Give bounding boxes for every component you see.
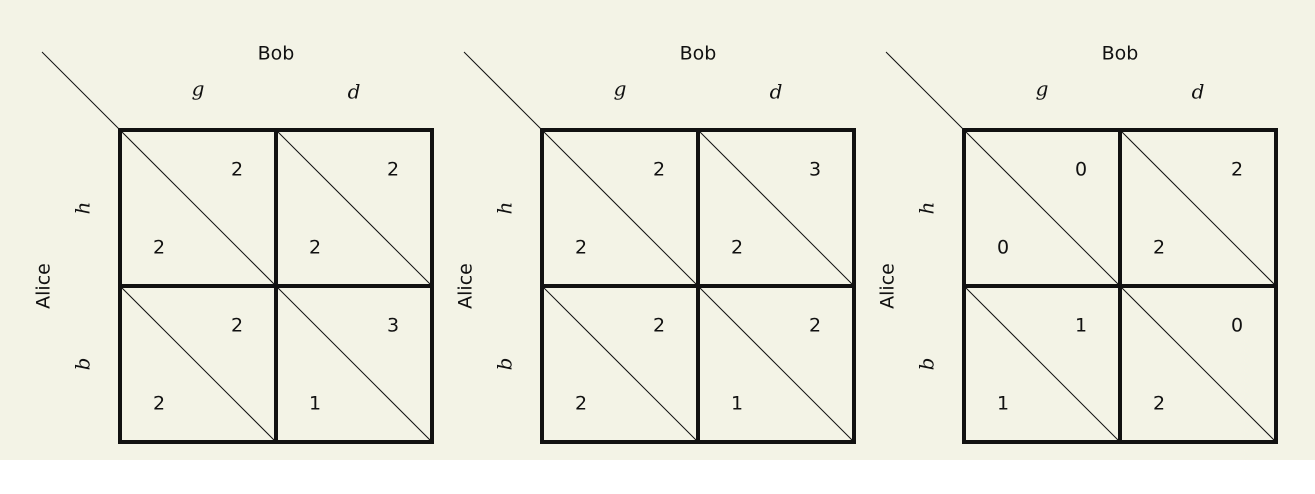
bob-payoff: 2 (231, 159, 243, 181)
cell-diagonal (275, 129, 433, 287)
col-strategy-label: d (770, 80, 783, 104)
cell-diagonal (541, 129, 699, 287)
row-strategy-label: b (71, 358, 95, 371)
alice-payoff: 2 (731, 237, 743, 259)
bob-payoff: 2 (1231, 159, 1243, 181)
bob-payoff: 3 (809, 159, 821, 181)
cell-diagonal (275, 285, 433, 443)
alice-payoff: 2 (1153, 393, 1165, 415)
alice-payoff: 0 (997, 237, 1009, 259)
bob-payoff: 2 (387, 159, 399, 181)
cell-diagonal (963, 285, 1121, 443)
bob-payoff: 2 (809, 315, 821, 337)
alice-payoff: 1 (309, 393, 321, 415)
payoff-cell: 22 (541, 129, 699, 287)
row-strategy-label: h (493, 202, 517, 215)
payoff-cell: 21 (697, 285, 855, 443)
cell-diagonal (119, 285, 277, 443)
cell-diagonal (697, 129, 855, 287)
col-player-label: Bob (258, 43, 295, 65)
payoff-cell: 32 (697, 129, 855, 287)
alice-payoff: 2 (153, 393, 165, 415)
row-strategy-label: b (493, 358, 517, 371)
alice-payoff: 2 (1153, 237, 1165, 259)
bob-payoff: 2 (231, 315, 243, 337)
payoff-cell: 00 (963, 129, 1121, 287)
bob-payoff: 0 (1231, 315, 1243, 337)
col-player-label: Bob (680, 43, 717, 65)
bob-payoff: 0 (1075, 159, 1087, 181)
cell-diagonal (697, 285, 855, 443)
payoff-cell: 22 (275, 129, 433, 287)
bob-payoff: 3 (387, 315, 399, 337)
row-player-label: Alice (33, 263, 55, 309)
payoff-cell: 22 (119, 129, 277, 287)
corner-diagonal (41, 51, 121, 131)
alice-payoff: 2 (575, 237, 587, 259)
alice-payoff: 2 (153, 237, 165, 259)
payoff-cell: 11 (963, 285, 1121, 443)
cell-diagonal (963, 129, 1121, 287)
cell-diagonal (541, 285, 699, 443)
row-strategy-label: b (915, 358, 939, 371)
bob-payoff: 1 (1075, 315, 1087, 337)
bob-payoff: 2 (653, 159, 665, 181)
corner-diagonal (885, 51, 965, 131)
payoff-cell: 31 (275, 285, 433, 443)
col-strategy-label: d (1192, 80, 1205, 104)
row-strategy-label: h (71, 202, 95, 215)
col-strategy-label: g (614, 77, 627, 101)
row-player-label: Alice (455, 263, 477, 309)
row-player-label: Alice (877, 263, 899, 309)
corner-diagonal (463, 51, 543, 131)
alice-payoff: 1 (731, 393, 743, 415)
payoff-cell: 02 (1119, 285, 1277, 443)
cell-diagonal (119, 129, 277, 287)
row-strategy-label: h (915, 202, 939, 215)
col-strategy-label: g (192, 77, 205, 101)
alice-payoff: 2 (309, 237, 321, 259)
payoff-cell: 22 (119, 285, 277, 443)
col-strategy-label: d (348, 80, 361, 104)
col-strategy-label: g (1036, 77, 1049, 101)
payoff-cell: 22 (1119, 129, 1277, 287)
alice-payoff: 2 (575, 393, 587, 415)
alice-payoff: 1 (997, 393, 1009, 415)
cell-diagonal (1119, 129, 1277, 287)
bob-payoff: 2 (653, 315, 665, 337)
cell-diagonal (1119, 285, 1277, 443)
col-player-label: Bob (1102, 43, 1139, 65)
payoff-cell: 22 (541, 285, 699, 443)
